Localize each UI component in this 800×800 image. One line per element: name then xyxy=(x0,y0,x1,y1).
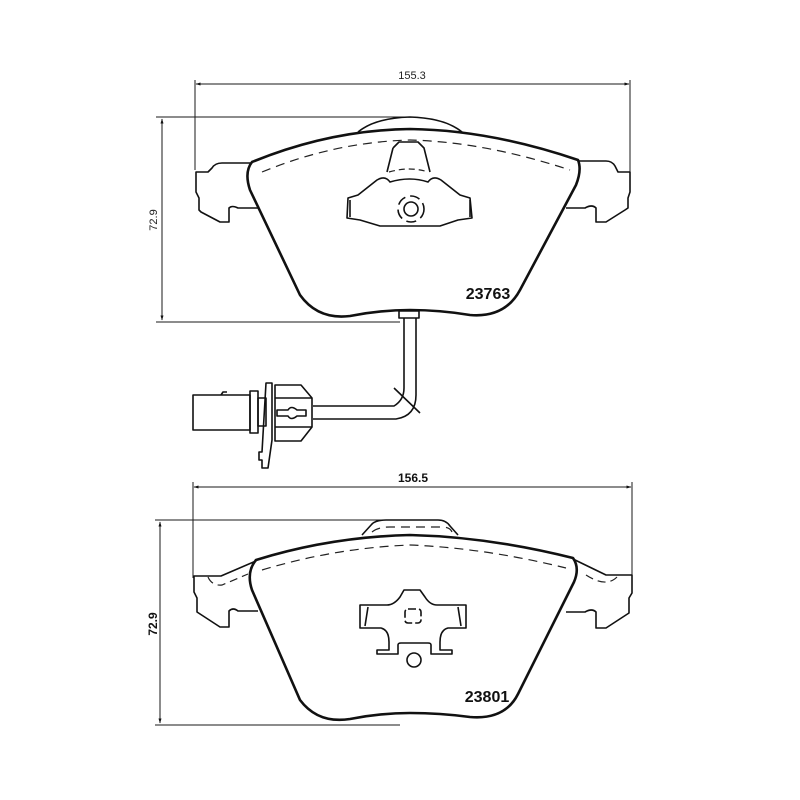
bottom-pad-width-dimension: 156.5 xyxy=(192,471,633,580)
top-pad-spring-clip xyxy=(346,141,473,227)
bottom-pad-clip-square xyxy=(404,608,422,624)
bottom-pad-height-label: 72.9 xyxy=(146,612,160,636)
top-pad-left-ear xyxy=(195,162,258,223)
wear-sensor-tab xyxy=(398,310,420,319)
bottom-pad-hump xyxy=(361,519,459,536)
bottom-pad-part-number: 23801 xyxy=(465,689,510,706)
top-pad-clip-inner-ring xyxy=(403,201,419,217)
top-pad-height-label: 72.9 xyxy=(148,209,160,230)
top-pad-width-dimension: 155.3 xyxy=(194,70,631,185)
top-pad-dashed-line xyxy=(261,139,571,173)
top-pad: 155.3 72.9 23763 xyxy=(148,70,631,323)
top-pad-hump xyxy=(357,116,463,133)
top-pad-part-number: 23763 xyxy=(466,286,511,303)
wear-sensor-cable-clip xyxy=(393,387,421,414)
bottom-pad-width-label: 156.5 xyxy=(398,471,428,485)
top-pad-width-label: 155.3 xyxy=(398,70,426,82)
top-pad-height-dimension: 72.9 xyxy=(148,116,415,323)
top-pad-right-ear xyxy=(566,160,631,223)
wear-sensor xyxy=(192,310,421,469)
bottom-pad-outline xyxy=(248,533,579,722)
bottom-pad-clip-hole xyxy=(406,652,422,668)
wear-sensor-flange xyxy=(258,382,273,469)
bottom-pad-spring-clip xyxy=(359,589,467,668)
bottom-pad-dashed-line xyxy=(261,544,567,571)
bottom-pad-right-ear xyxy=(566,558,633,629)
bottom-pad: 156.5 72.9 23801 xyxy=(146,471,633,726)
top-pad-outline xyxy=(246,127,581,318)
wear-sensor-connector xyxy=(192,394,251,431)
top-pad-clip-outer-ring xyxy=(397,195,425,223)
bottom-pad-left-ear xyxy=(193,560,258,628)
